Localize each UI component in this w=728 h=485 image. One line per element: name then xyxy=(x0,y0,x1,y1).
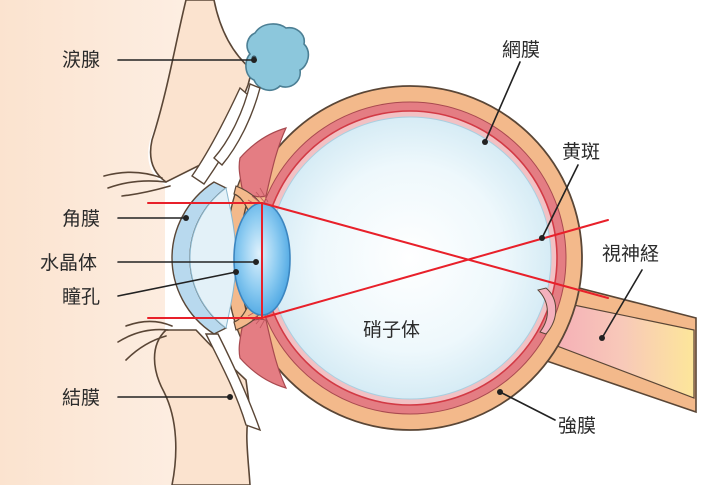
dot-cornea xyxy=(183,215,189,221)
face-skin xyxy=(0,0,186,485)
label-lacrimal-gland: 涙腺 xyxy=(62,48,100,71)
label-macula: 黄斑 xyxy=(562,141,600,163)
label-pupil: 瞳孔 xyxy=(62,286,100,308)
leader-optic-nerve xyxy=(601,269,643,339)
dot-macula xyxy=(539,235,545,241)
vitreous-body xyxy=(268,116,552,400)
lacrimal-gland xyxy=(245,23,310,92)
dot-lens xyxy=(253,259,259,265)
dot-retina xyxy=(482,139,488,145)
leader-pupil xyxy=(117,271,237,297)
label-vitreous: 硝子体 xyxy=(363,319,420,341)
leader-lines xyxy=(117,59,643,421)
leader-retina xyxy=(484,61,521,143)
dot-pupil xyxy=(233,269,239,275)
leader-macula xyxy=(541,164,579,239)
ciliary-body-upper xyxy=(238,127,288,198)
conjunctiva-lower xyxy=(204,333,262,432)
leader-sclera xyxy=(499,391,556,421)
label-sclera: 強膜 xyxy=(558,415,596,437)
ciliary-body-lower xyxy=(238,318,288,389)
label-conjunctiva: 結膜 xyxy=(62,387,100,409)
light-rays xyxy=(147,202,609,319)
label-optic-nerve: 視神経 xyxy=(602,243,659,265)
optic-disc xyxy=(537,287,557,335)
eyelashes-lower xyxy=(117,320,173,361)
dot-lacrimal-gland xyxy=(251,57,257,63)
ray-upper-inside xyxy=(261,202,609,299)
label-lens: 水晶体 xyxy=(40,252,97,274)
lacrimal-duct xyxy=(213,83,261,166)
dot-sclera xyxy=(497,389,503,395)
ray-lower-inside xyxy=(261,219,609,319)
eyelashes-upper xyxy=(103,171,171,197)
dot-optic-nerve xyxy=(599,335,605,341)
label-retina: 網膜 xyxy=(502,39,540,61)
label-cornea: 角膜 xyxy=(62,208,100,230)
dot-conjunctiva xyxy=(227,394,233,400)
leader-dots xyxy=(183,57,605,400)
